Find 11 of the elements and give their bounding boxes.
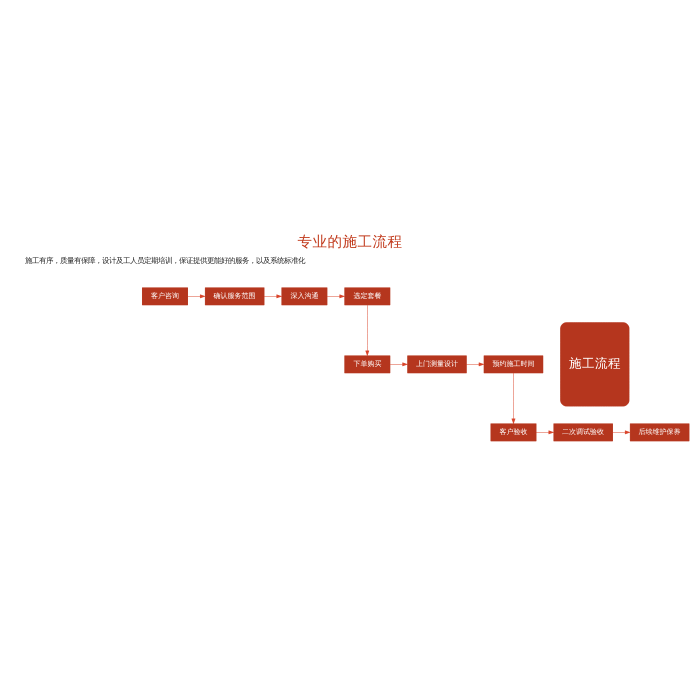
arrow	[466, 362, 484, 366]
arrow	[512, 372, 516, 424]
arrow	[536, 430, 554, 434]
arrow	[264, 294, 282, 298]
arrow	[390, 362, 408, 366]
arrow	[365, 304, 370, 356]
diagram-title: 专业的施工流程	[298, 234, 402, 250]
arrow	[327, 294, 345, 298]
node-box: 施工流程	[560, 322, 630, 406]
arrow	[612, 430, 630, 434]
arrow	[188, 294, 206, 298]
